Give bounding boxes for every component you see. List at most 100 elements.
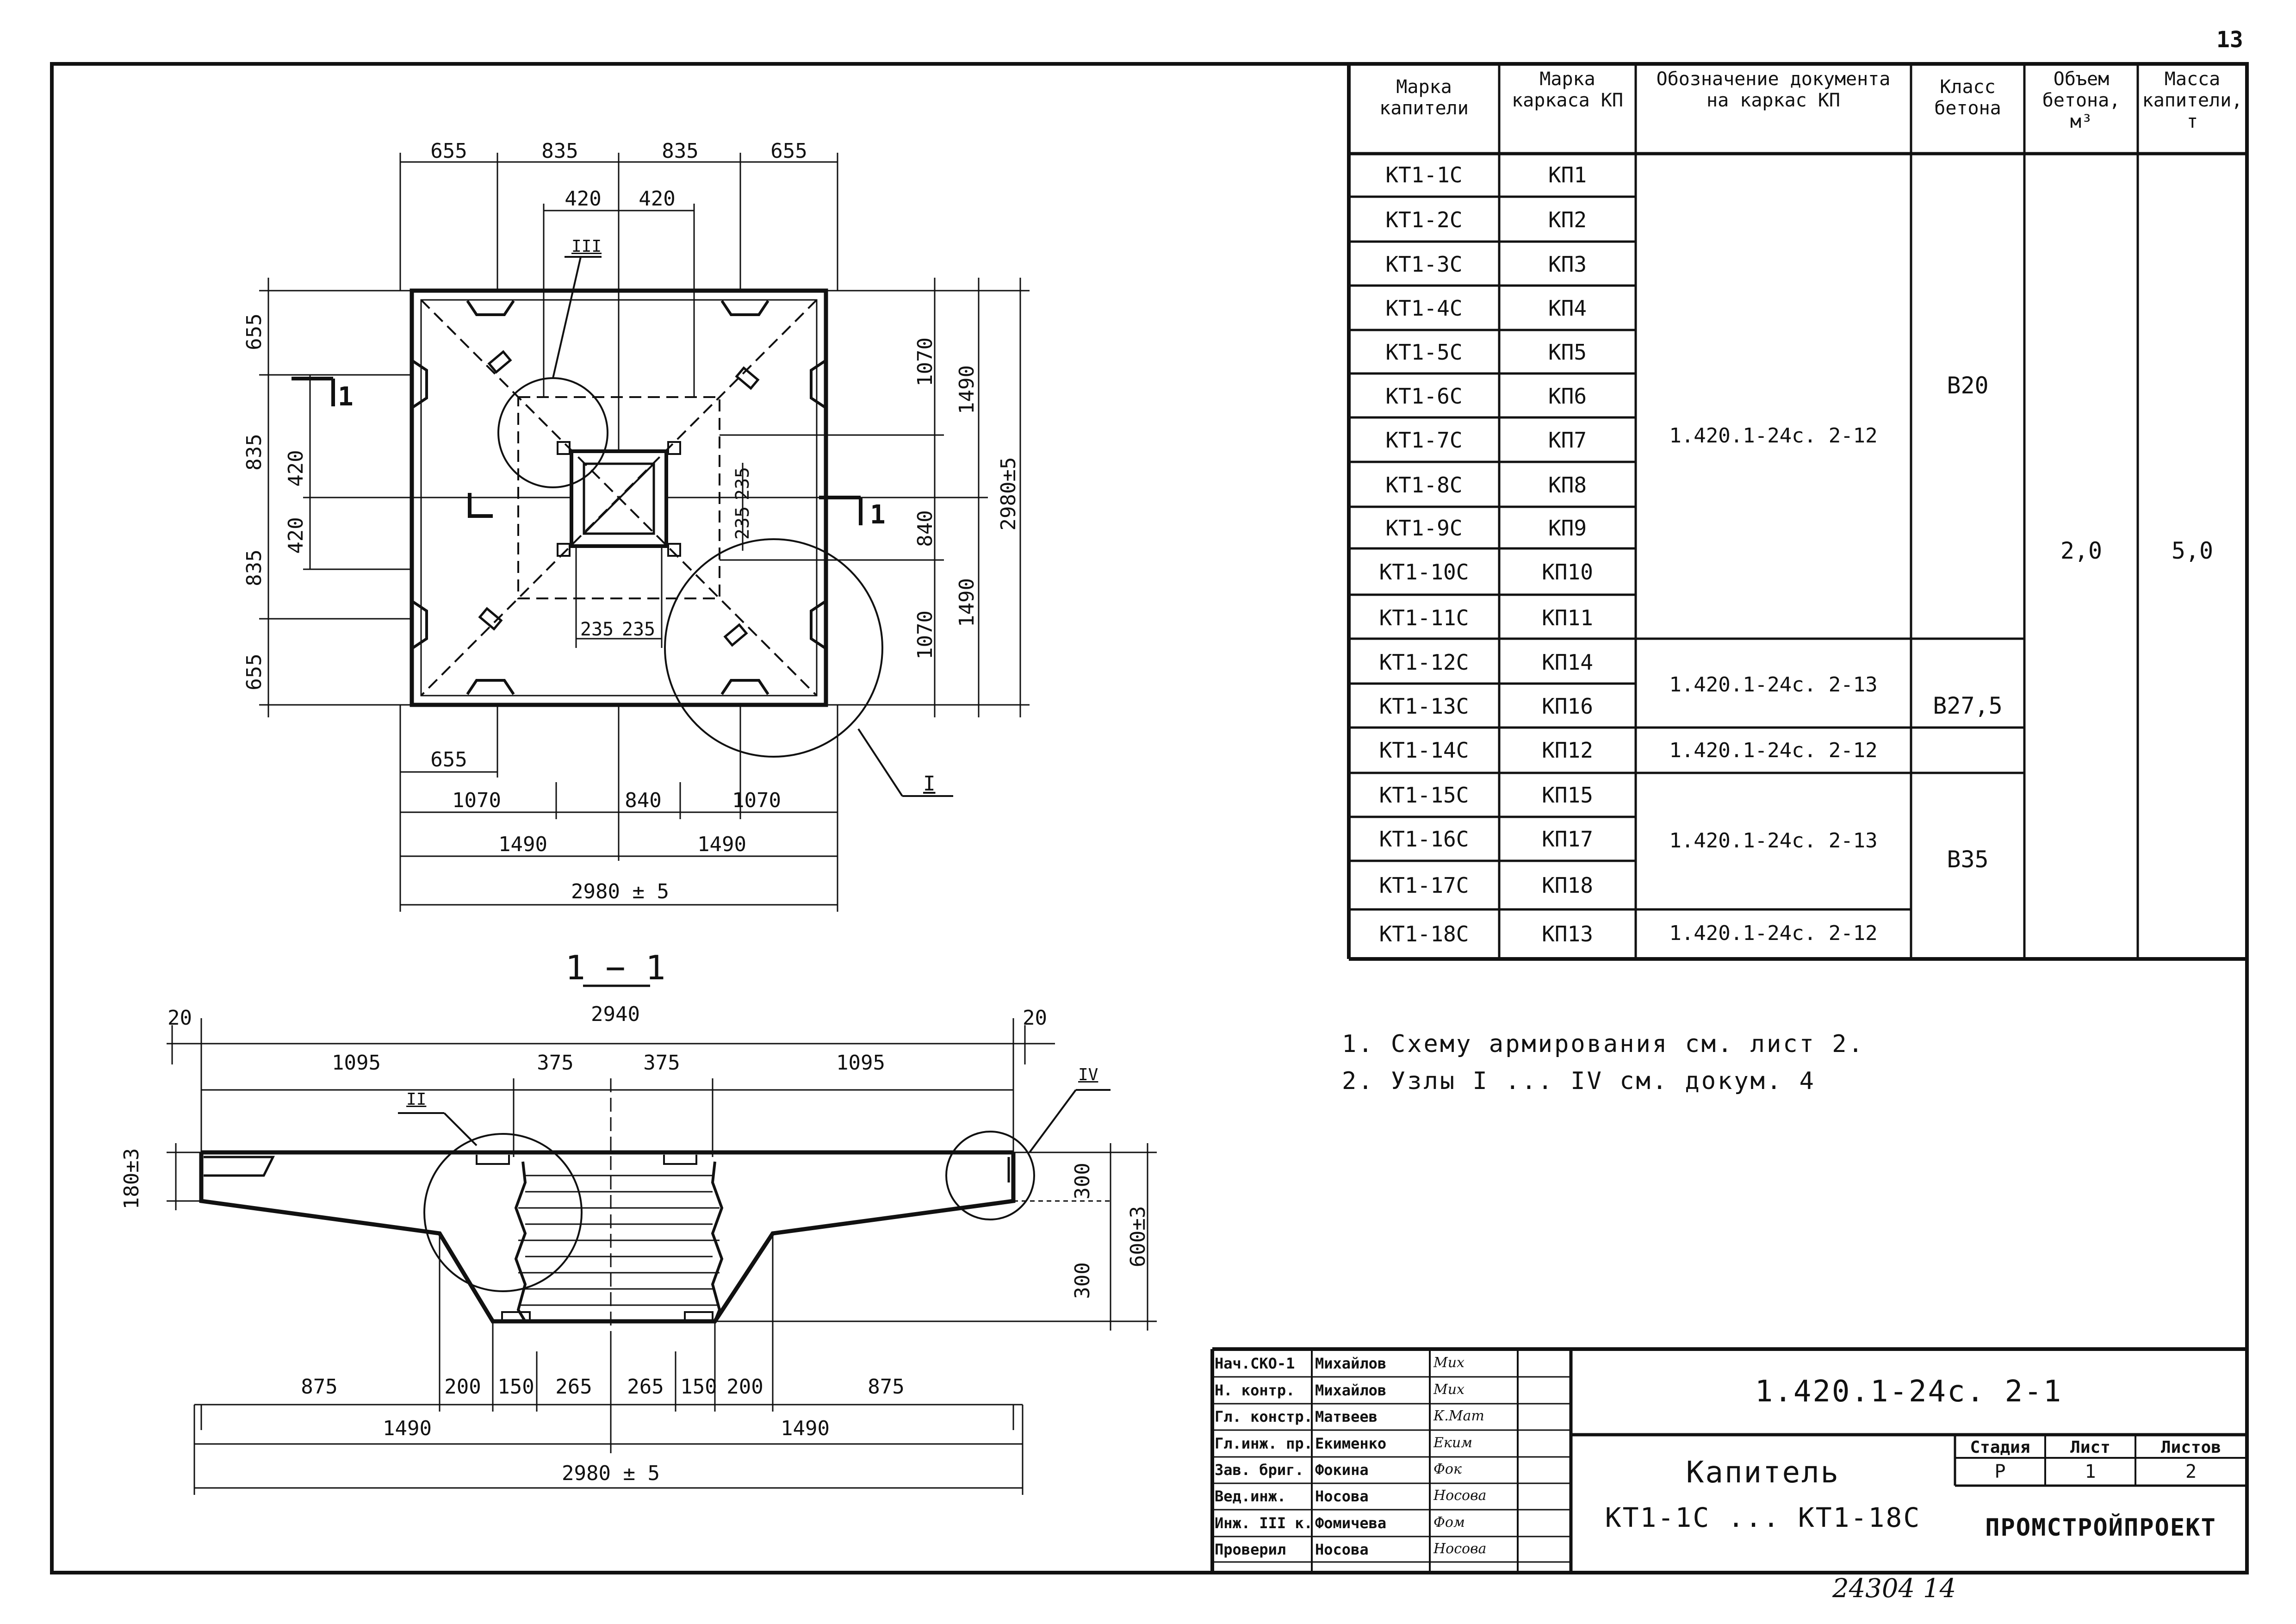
table-doc-group-3: 1.420.1-24с. 2-12 (1669, 739, 1878, 762)
table-cell-frame-16: КП17 (1542, 827, 1593, 852)
table-class-group-3: В35 (1947, 846, 1989, 873)
table-cell-frame-4: КП4 (1548, 296, 1587, 321)
plan-dim-left-4: 655 (242, 653, 266, 691)
section-mark-left: 1 (338, 382, 354, 412)
tb-role-6: Вед.инж. (1215, 1487, 1286, 1505)
table-cell-frame-17: КП18 (1542, 873, 1593, 898)
tb-signature-3: К.Мат (1433, 1408, 1484, 1424)
plan-dim-top-3: 835 (662, 139, 699, 163)
plan-dim-center-h-2: 235 (621, 619, 656, 640)
table-doc-group-4: 1.420.1-24с. 2-13 (1669, 829, 1878, 852)
table-cell-mark-4: КТ1-4С (1385, 296, 1463, 321)
plan-dim-bottom2-1: 1490 (498, 833, 547, 856)
table-cell-frame-18: КП13 (1542, 921, 1593, 946)
table-cell-frame-6: КП6 (1548, 384, 1587, 409)
section-dim-right-2: 300 (1071, 1262, 1094, 1299)
tb-signature-5: Фок (1433, 1461, 1462, 1477)
section-dim-right-total: 600±3 (1126, 1206, 1150, 1268)
section-dim-edge-right: 20 (1023, 1006, 1047, 1030)
tb-role-7: Инж. III к. (1215, 1514, 1313, 1532)
table-cell-mark-15: КТ1-15С (1379, 783, 1469, 808)
plan-dim-right2-2: 1490 (955, 578, 979, 627)
table-cell-mark-12: КТ1-12С (1379, 650, 1469, 675)
section-dim-bottom-8: 875 (868, 1375, 905, 1399)
node-label-II: II (406, 1090, 427, 1109)
section-dim-edge-left: 20 (168, 1006, 192, 1030)
table-cell-frame-14: КП12 (1542, 738, 1593, 763)
section-dim-right-1: 300 (1071, 1163, 1094, 1200)
tb-signature-6: Носова (1433, 1487, 1487, 1504)
plan-dim-left-1: 655 (242, 313, 266, 350)
tb-name-4: Екименко (1315, 1435, 1387, 1452)
plan-dim-bottom-total: 2980 ± 5 (571, 880, 669, 903)
tb-title-line1: Капитель (1686, 1456, 1840, 1490)
section-dim-bottom-7: 200 (726, 1375, 763, 1399)
tb-role-5: Зав. бриг. (1215, 1461, 1304, 1479)
section-dim-bottom-1: 875 (301, 1375, 338, 1399)
title-block-grid (1210, 1347, 2247, 1573)
plan-dim-left-2: 835 (242, 434, 266, 471)
section-dim-total: 2940 (591, 1002, 640, 1026)
table-header-class: Класс бетона (1934, 76, 2001, 119)
plan-dim-bottom1-2: 840 (625, 789, 662, 812)
table-cell-frame-3: КП3 (1548, 252, 1587, 277)
plan-dim-bottom1-1: 1070 (452, 789, 501, 812)
table-header-mass: Масса капители, т (2142, 68, 2243, 132)
table-cell-frame-5: КП5 (1548, 340, 1587, 365)
table-cell-mark-18: КТ1-18С (1379, 921, 1469, 946)
section-dim-top-3: 375 (643, 1051, 680, 1075)
tb-name-8: Носова (1315, 1541, 1369, 1558)
section-dim-top-2: 375 (537, 1051, 574, 1075)
section-dim-bottom-total: 2980 ± 5 (562, 1462, 660, 1485)
table-cell-frame-12: КП14 (1542, 650, 1593, 675)
table-header-frame: Марка каркаса КП (1512, 68, 1623, 111)
plan-dim-center-h-1: 235 (580, 619, 614, 640)
tb-role-1: Нач.СКО-1 (1215, 1355, 1295, 1372)
tb-sheets-value: 2 (2185, 1461, 2197, 1482)
table-header-mark: Марка капители (1379, 76, 1469, 119)
plan-dim-top-2: 835 (541, 139, 578, 163)
plan-dim-top-1: 655 (430, 139, 467, 163)
section-view (167, 984, 1157, 1495)
table-doc-group-5: 1.420.1-24с. 2-12 (1669, 921, 1878, 945)
tb-signature-1: Мих (1433, 1355, 1464, 1371)
node-label-III: III (571, 237, 602, 256)
section-dim-left-height: 180±3 (120, 1148, 143, 1210)
table-cell-mark-16: КТ1-16С (1379, 827, 1469, 852)
tb-signature-4: Еким (1433, 1435, 1473, 1451)
plan-dim-right1-2: 840 (913, 510, 937, 547)
table-doc-group-1: 1.420.1-24с. 2-12 (1669, 424, 1878, 448)
plan-dim-top-4: 655 (770, 139, 807, 163)
table-cell-mark-11: КТ1-11С (1379, 605, 1469, 630)
tb-title-line2: КТ1-1С ... КТ1-18С (1605, 1502, 1921, 1533)
tb-stage-value: Р (1994, 1461, 2006, 1482)
table-cell-mark-7: КТ1-7С (1385, 428, 1463, 453)
note-1: 1. Схему армирования см. лист 2. (1342, 1030, 1865, 1058)
plan-view (259, 153, 1030, 912)
table-class-group-2: В27,5 (1933, 692, 2003, 719)
tb-signature-8: Носова (1433, 1541, 1487, 1557)
table-cell-frame-11: КП11 (1542, 605, 1593, 630)
table-cell-frame-13: КП16 (1542, 694, 1593, 719)
section-dim-bottom2-1: 1490 (383, 1417, 432, 1440)
tb-role-8: Проверил (1215, 1541, 1286, 1558)
tb-name-5: Фокина (1315, 1461, 1369, 1479)
plan-dim-right1-1: 1070 (913, 337, 937, 386)
plan-dim-top2-2: 420 (639, 187, 676, 211)
table-cell-mark-5: КТ1-5С (1385, 340, 1463, 365)
table-cell-mark-6: КТ1-6С (1385, 384, 1463, 409)
tb-name-1: Михайлов (1315, 1355, 1387, 1372)
table-cell-frame-2: КП2 (1548, 207, 1587, 232)
plan-dim-bottom1-3: 1070 (732, 789, 781, 812)
tb-sheet-value: 1 (2085, 1461, 2096, 1482)
table-cell-mark-9: КТ1-9С (1385, 516, 1463, 541)
plan-dim-bottom-655: 655 (430, 748, 467, 772)
table-cell-frame-15: КП15 (1542, 783, 1593, 808)
table-header-volume: Объем бетона, м³ (2042, 68, 2121, 132)
table-cell-mark-2: КТ1-2С (1385, 207, 1463, 232)
tb-stage-label: Стадия (1970, 1438, 2030, 1457)
note-2: 2. Узлы I ... IV см. докум. 4 (1342, 1067, 1816, 1095)
table-header-doc: Обозначение документа на каркас КП (1656, 68, 1891, 111)
table-cell-frame-1: КП1 (1548, 162, 1587, 187)
